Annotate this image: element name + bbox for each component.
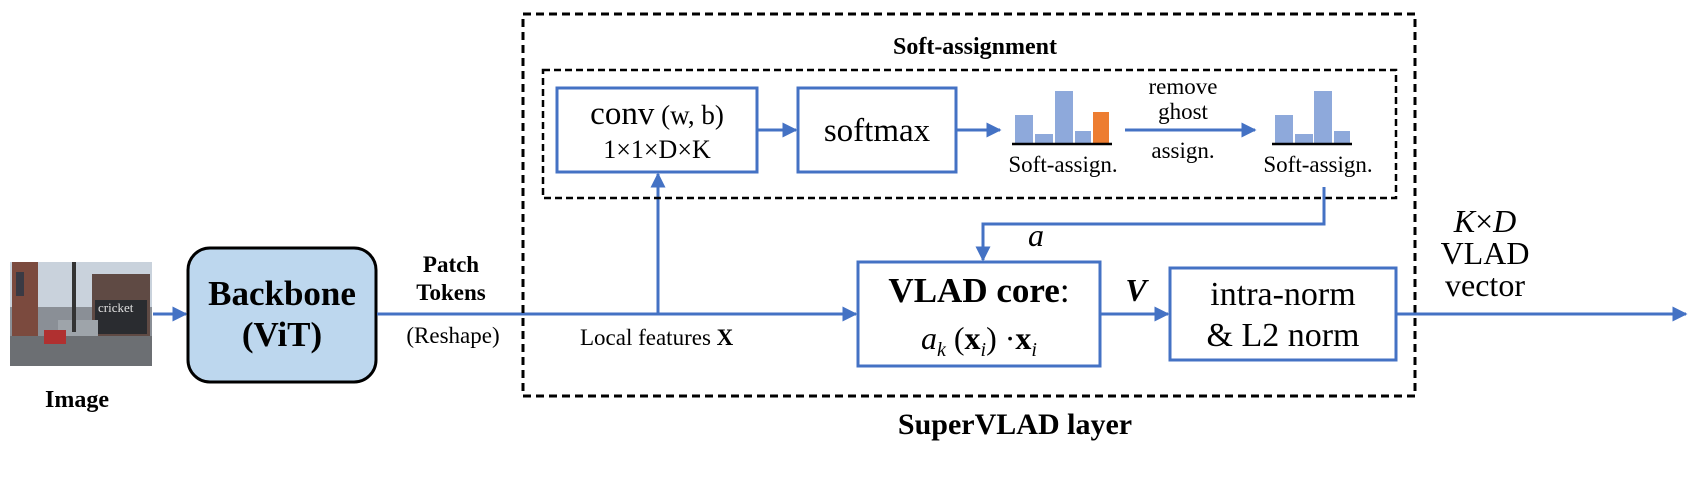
soft-assignment-title: Soft-assignment (893, 34, 1057, 60)
histogram-1-bar-4 (1075, 131, 1091, 143)
supervlad-layer-label: SuperVLAD layer (898, 408, 1132, 441)
backbone-box (186, 246, 378, 384)
histogram-1-bar-1 (1015, 115, 1033, 143)
a-label: a (1028, 217, 1044, 253)
norm-line1: intra-norm (1210, 276, 1355, 313)
vlad-core-box (856, 260, 1102, 368)
backbone-label-line2: (ViT) (242, 315, 322, 354)
patch-tokens-line2: Tokens (416, 280, 486, 305)
conv-label: conv (w, b) (590, 96, 724, 132)
remove-ghost-line2: ghost (1158, 99, 1208, 124)
histogram-1-bar-2 (1035, 134, 1053, 143)
soft-assign-histogram-2 (1272, 91, 1352, 146)
supervlad-layer-box (521, 12, 1417, 398)
remove-ghost-line1: remove (1149, 74, 1218, 99)
soft-assign-label-1: Soft-assign. (1008, 152, 1117, 177)
softmax-label: softmax (824, 113, 931, 149)
conv-box (555, 86, 759, 174)
norm-line2: & L2 norm (1207, 317, 1360, 354)
reshape-label: (Reshape) (406, 323, 499, 348)
output-line3: vector (1445, 267, 1525, 303)
histogram-2-bar-3 (1314, 91, 1332, 143)
conv-dims: 1×1×D×K (603, 135, 711, 164)
vlad-core-title: VLAD core: (888, 271, 1069, 310)
histogram-2-bar-2 (1295, 134, 1313, 143)
output-line2: VLAD (1441, 235, 1530, 271)
soft-assignment-box (541, 68, 1398, 200)
norm-box (1168, 266, 1398, 362)
output-dims: K×D (1453, 203, 1517, 239)
v-label: V (1125, 272, 1149, 308)
histogram-1-bar-3 (1055, 91, 1073, 143)
vlad-core-formula: ak (xi) ·xi (921, 320, 1037, 361)
histogram-1-bar-5-ghost (1093, 112, 1109, 143)
soft-assign-label-2: Soft-assign. (1263, 152, 1372, 177)
histogram-2-bar-4 (1334, 131, 1350, 143)
patch-tokens-line1: Patch (423, 252, 479, 277)
histogram-2-bar-1 (1275, 115, 1293, 143)
remove-ghost-line3: assign. (1151, 138, 1214, 163)
backbone-label-line1: Backbone (208, 274, 356, 313)
soft-assign-histogram-1 (1012, 91, 1112, 146)
local-features-label: Local features X (580, 325, 734, 350)
svg-text:cricket: cricket (98, 300, 134, 315)
image-label: Image (45, 387, 109, 413)
input-image: cricket (10, 262, 152, 366)
arrow-assign-to-vlad (975, 187, 1326, 262)
